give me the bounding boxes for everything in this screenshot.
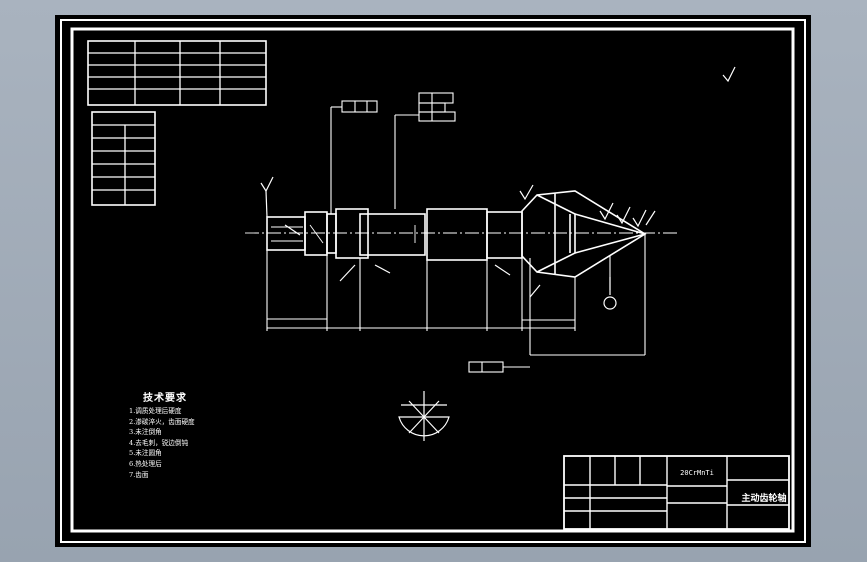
datum-symbol	[603, 277, 617, 310]
roughness-symbols	[260, 66, 736, 298]
tech-requirement-4: 4.去毛刺，锐边倒钝	[129, 438, 189, 447]
cad-drawing	[60, 19, 806, 543]
tech-requirement-5: 5.未注圆角	[129, 449, 162, 458]
dimension-lines	[266, 234, 646, 356]
tech-requirement-1: 1.调质处理后硬度	[129, 407, 182, 415]
shaft-outline	[266, 190, 647, 278]
title-block-material: 20CrMnTi	[680, 469, 714, 477]
drawing-sheet: 技术要求 1.调质处理后硬度 2.渗碳淬火，齿面硬度 3.未注倒角 4.去毛刺，…	[55, 15, 811, 547]
section-detail	[398, 391, 450, 441]
title-block	[563, 455, 790, 530]
gear-parameter-table	[87, 40, 267, 106]
outer-border	[60, 19, 806, 543]
inner-border	[70, 27, 795, 533]
tolerance-frames	[330, 92, 530, 373]
tech-requirement-2: 2.渗碳淬火，齿面硬度	[129, 417, 195, 426]
tech-requirement-3: 3.未注倒角	[129, 428, 162, 437]
technical-requirements: 技术要求 1.调质处理后硬度 2.渗碳淬火，齿面硬度 3.未注倒角 4.去毛刺，…	[129, 392, 195, 480]
tech-requirement-6: 6.热处理后	[129, 459, 162, 468]
inspection-table	[91, 111, 156, 206]
title-block-part-name: 主动齿轮轴	[741, 494, 787, 504]
tech-requirements-title: 技术要求	[143, 393, 187, 404]
tech-requirement-7: 7.齿面	[129, 470, 149, 479]
